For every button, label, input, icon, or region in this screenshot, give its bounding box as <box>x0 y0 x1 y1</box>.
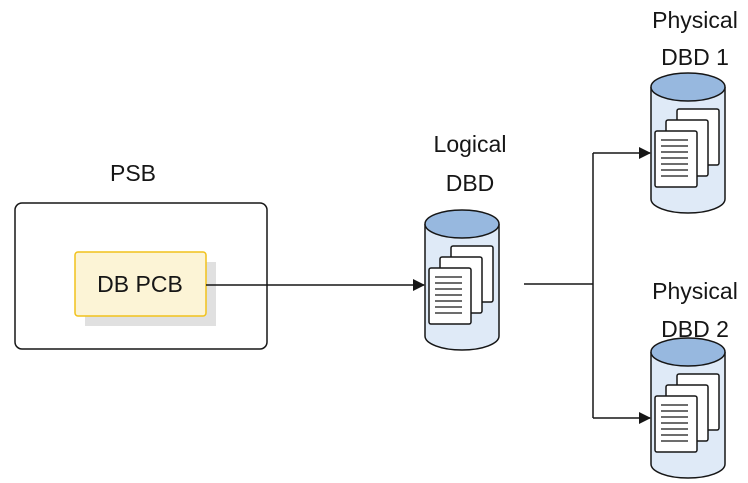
db-pcb-label: DB PCB <box>97 271 183 297</box>
db-pcb-box <box>74 251 207 317</box>
physical-dbd-1-label-line2: DBD 1 <box>661 44 729 70</box>
physical-dbd-1-database-icon <box>650 72 726 214</box>
logical-dbd-label-line2: DBD <box>446 170 495 196</box>
logical-to-physical-connector <box>524 153 594 418</box>
psb-label: PSB <box>110 160 156 186</box>
physical-dbd-1-label-line1: Physical <box>652 7 738 33</box>
logical-dbd-label-line1: Logical <box>434 131 507 157</box>
logical-dbd-database-icon <box>424 209 500 351</box>
physical-dbd-2-label-line1: Physical <box>652 278 738 304</box>
physical-dbd-2-database-icon <box>650 337 726 479</box>
